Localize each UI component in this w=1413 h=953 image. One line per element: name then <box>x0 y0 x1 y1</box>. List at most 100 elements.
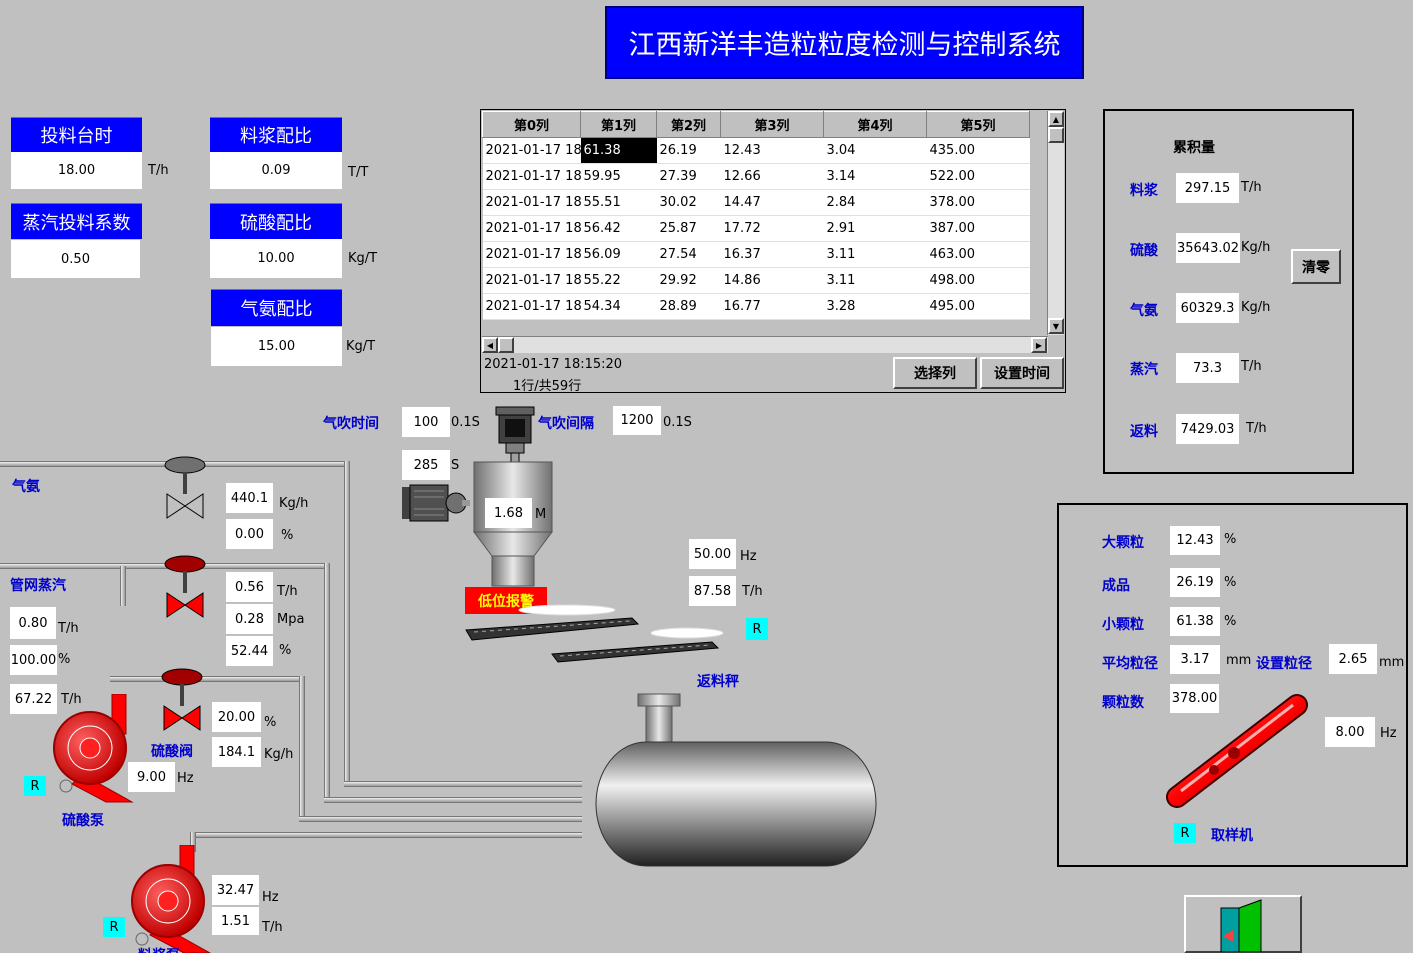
table-cell[interactable]: 2.84 <box>823 189 927 216</box>
scroll-thumb[interactable] <box>1048 127 1064 143</box>
scroll-right-icon[interactable]: ▶ <box>1031 337 1047 353</box>
setpoint-size-input[interactable]: 2.65 <box>1329 644 1377 674</box>
table-cell[interactable]: 2021-01-17 18: <box>482 163 581 190</box>
table-cell[interactable]: 55.22 <box>580 267 657 294</box>
ammonia-ratio-unit: Kg/T <box>346 339 376 354</box>
steam-coef-input[interactable]: 0.50 <box>11 240 140 278</box>
table-cell[interactable]: 522.00 <box>926 163 1030 190</box>
table-cell[interactable]: 16.37 <box>720 241 824 268</box>
table-cell[interactable]: 3.11 <box>823 241 927 268</box>
particle-count-label: 颗粒数 <box>1102 695 1144 711</box>
table-cell[interactable]: 2021-01-17 18: <box>482 267 581 294</box>
horizontal-scrollbar[interactable]: ◀ ▶ <box>482 336 1048 353</box>
col-header-4[interactable]: 第4列 <box>823 111 927 138</box>
scroll-up-icon[interactable]: ▲ <box>1048 111 1064 127</box>
sampler-remote-badge: R <box>1174 823 1196 843</box>
table-cell[interactable]: 26.19 <box>656 137 721 164</box>
steam-valve-icon[interactable] <box>163 555 207 621</box>
grid-status-rows: 1行/共59行 <box>513 379 582 394</box>
accum-slurry-unit: T/h <box>1241 180 1262 195</box>
table-cell[interactable]: 2021-01-17 18: <box>482 215 581 242</box>
blow-time-input[interactable]: 100 <box>402 407 450 437</box>
particle-count-value: 378.00 <box>1170 684 1219 713</box>
hscroll-thumb[interactable] <box>498 337 514 353</box>
table-cell[interactable]: 498.00 <box>926 267 1030 294</box>
table-cell[interactable]: 2021-01-17 18: <box>482 137 581 164</box>
slurry-ratio-input[interactable]: 0.09 <box>210 152 342 189</box>
table-cell[interactable]: 3.28 <box>823 293 927 320</box>
select-column-button[interactable]: 选择列 <box>893 357 977 389</box>
acid-ratio-unit: Kg/T <box>348 251 378 266</box>
exit-button[interactable] <box>1184 895 1302 953</box>
table-cell[interactable]: 12.43 <box>720 137 824 164</box>
clear-button[interactable]: 清零 <box>1291 249 1341 284</box>
col-header-0[interactable]: 第0列 <box>482 111 581 138</box>
slurry-pump-hz-unit: Hz <box>262 890 279 905</box>
table-cell[interactable]: 27.39 <box>656 163 721 190</box>
ammonia-ratio-label: 气氨配比 <box>211 289 342 326</box>
table-cell[interactable]: 17.72 <box>720 215 824 242</box>
feed-rate-input[interactable]: 18.00 <box>11 152 142 189</box>
scroll-down-icon[interactable]: ▼ <box>1048 318 1064 334</box>
table-cell[interactable]: 25.87 <box>656 215 721 242</box>
acid-ratio-input[interactable]: 10.00 <box>210 239 342 278</box>
table-cell[interactable]: 59.95 <box>580 163 657 190</box>
exit-door-icon <box>1220 899 1262 952</box>
set-time-button[interactable]: 设置时间 <box>980 357 1064 389</box>
table-cell[interactable]: 2.91 <box>823 215 927 242</box>
table-cell[interactable]: 463.00 <box>926 241 1030 268</box>
col-header-5[interactable]: 第5列 <box>926 111 1030 138</box>
table-cell[interactable]: 14.86 <box>720 267 824 294</box>
sampler-hz-value: 8.00 <box>1325 717 1375 747</box>
table-cell[interactable]: 56.42 <box>580 215 657 242</box>
col-header-3[interactable]: 第3列 <box>720 111 824 138</box>
ammonia-ratio-input[interactable]: 15.00 <box>211 327 342 366</box>
table-cell[interactable]: 2021-01-17 18: <box>482 293 581 320</box>
table-cell[interactable]: 16.77 <box>720 293 824 320</box>
table-cell[interactable]: 3.11 <box>823 267 927 294</box>
table-cell[interactable]: 14.47 <box>720 189 824 216</box>
scroll-left-icon[interactable]: ◀ <box>482 337 498 353</box>
col-header-2[interactable]: 第2列 <box>656 111 721 138</box>
acid-valve-icon[interactable] <box>160 668 204 734</box>
table-cell[interactable]: 435.00 <box>926 137 1030 164</box>
table-cell[interactable]: 55.51 <box>580 189 657 216</box>
table-cell[interactable]: 61.38 <box>580 137 657 164</box>
table-cell[interactable]: 3.04 <box>823 137 927 164</box>
acid-pipe-down <box>299 676 305 822</box>
grid-status-time: 2021-01-17 18:15:20 <box>484 357 623 372</box>
table-cell[interactable]: 54.34 <box>580 293 657 320</box>
blow-countdown-unit: S <box>451 458 460 473</box>
table-cell[interactable]: 495.00 <box>926 293 1030 320</box>
table-cell[interactable]: 12.66 <box>720 163 824 190</box>
table-cell[interactable]: 28.89 <box>656 293 721 320</box>
table-cell[interactable]: 29.92 <box>656 267 721 294</box>
conveyor-icon <box>465 604 724 663</box>
motor-icon <box>402 484 470 522</box>
accum-return-unit: T/h <box>1246 421 1267 436</box>
table-cell[interactable]: 387.00 <box>926 215 1030 242</box>
col-header-1[interactable]: 第1列 <box>580 111 657 138</box>
table-cell[interactable]: 56.09 <box>580 241 657 268</box>
acid-pump-icon[interactable] <box>52 694 136 804</box>
blow-interval-input[interactable]: 1200 <box>613 406 661 435</box>
history-grid[interactable]: 第0列 第1列 第2列 第3列 第4列 第5列 2021-01-17 18:61… <box>480 109 1066 394</box>
ammonia-open-value: 0.00 <box>226 519 273 549</box>
acid-pump-hz-unit: Hz <box>177 771 194 786</box>
table-cell[interactable]: 2021-01-17 18: <box>482 241 581 268</box>
slurry-pump-icon[interactable] <box>130 845 214 953</box>
ammonia-valve-icon[interactable] <box>163 456 207 522</box>
vertical-scrollbar[interactable]: ▲ ▼ <box>1047 111 1064 335</box>
table-cell[interactable]: 3.14 <box>823 163 927 190</box>
table-cell[interactable]: 30.02 <box>656 189 721 216</box>
table-cell[interactable]: 378.00 <box>926 189 1030 216</box>
table-cell[interactable]: 2021-01-17 18: <box>482 189 581 216</box>
table-cell[interactable]: 27.54 <box>656 241 721 268</box>
